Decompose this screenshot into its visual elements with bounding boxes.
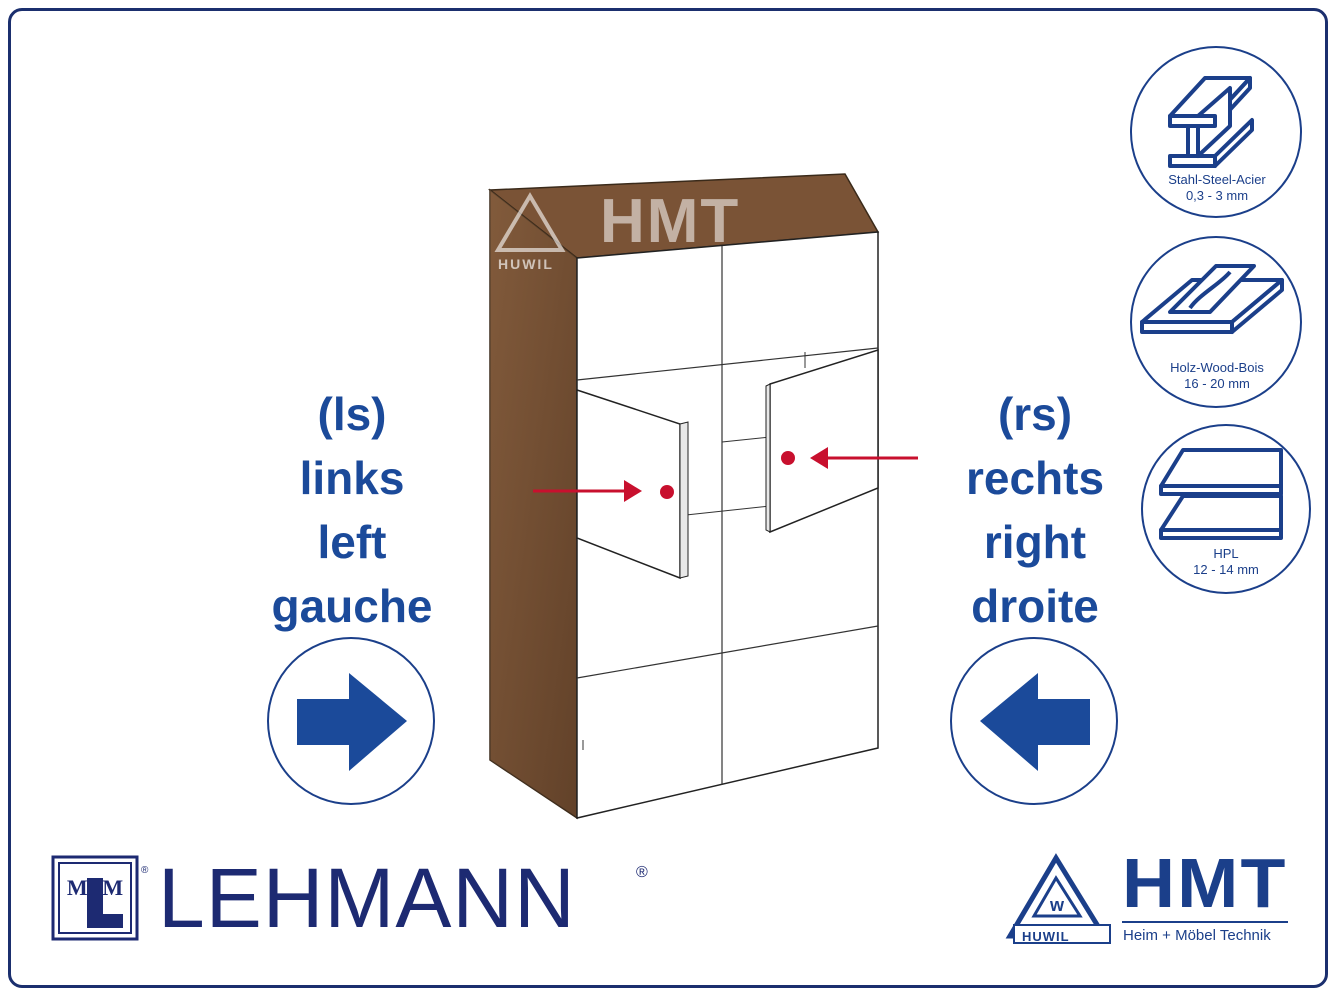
- arrow-left-icon: [980, 673, 1090, 771]
- wood-planks-icon: [1140, 264, 1284, 334]
- hpl-range: 12 - 14 mm: [1193, 562, 1259, 577]
- hmt-wordmark: HMT: [1122, 844, 1288, 922]
- material-hpl: HPL 12 - 14 mm: [1141, 424, 1311, 594]
- left-fr: gauche: [271, 580, 433, 632]
- hpl-name: HPL: [1213, 546, 1239, 561]
- steel-range: 0,3 - 3 mm: [1185, 188, 1249, 203]
- watermark-huwil: HUWIL: [498, 256, 554, 272]
- material-wood: Holz-Wood-Bois 16 - 20 mm: [1130, 236, 1302, 408]
- right-direction-button[interactable]: [950, 637, 1118, 805]
- lehmann-registered: ®: [636, 864, 648, 881]
- left-de: links: [299, 452, 405, 504]
- right-code: (rs): [997, 388, 1073, 440]
- right-fr: droite: [971, 580, 1099, 632]
- right-en: right: [983, 516, 1087, 568]
- page-frame: [8, 8, 1328, 988]
- right-de: rechts: [965, 452, 1105, 504]
- wood-name: Holz-Wood-Bois: [1170, 360, 1264, 375]
- left-side-labels: (ls) links left gauche: [252, 382, 452, 638]
- left-en: left: [317, 516, 387, 568]
- left-hinge-marker: [660, 485, 674, 499]
- huwil-wordmark: HUWIL: [1022, 929, 1070, 944]
- lehmann-wordmark: LEHMANN: [158, 851, 576, 945]
- left-direction-button[interactable]: [267, 637, 435, 805]
- material-steel: Stahl-Steel-Acier 0,3 - 3 mm: [1130, 46, 1302, 218]
- right-hinge-marker: [781, 451, 795, 465]
- watermark-hmt: HMT: [600, 187, 741, 256]
- hmt-tagline: Heim + Möbel Technik: [1123, 927, 1271, 944]
- right-side-labels: (rs) rechts right droite: [935, 382, 1135, 638]
- arrow-right-icon: [297, 673, 407, 771]
- steel-name: Stahl-Steel-Acier: [1168, 172, 1266, 187]
- left-code: (ls): [317, 388, 387, 440]
- wood-range: 16 - 20 mm: [1184, 376, 1250, 391]
- steel-beam-icon: [1168, 76, 1254, 168]
- hpl-panels-icon: [1159, 448, 1283, 540]
